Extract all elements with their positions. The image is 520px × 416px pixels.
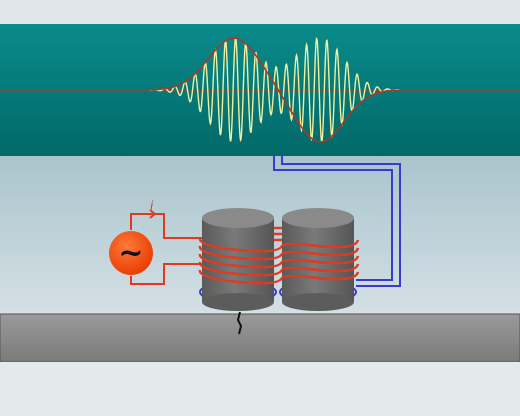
carrier-wave bbox=[150, 37, 401, 143]
test-plate bbox=[0, 313, 520, 363]
excitation-coil bbox=[198, 226, 360, 285]
probe-core-left bbox=[202, 208, 274, 311]
arrow-right-icon bbox=[142, 209, 157, 219]
top-margin bbox=[0, 0, 520, 24]
waveform bbox=[150, 37, 401, 143]
bottom-margin bbox=[0, 362, 520, 416]
ac-source-icon: ~ bbox=[109, 231, 153, 275]
source-leads bbox=[130, 213, 202, 285]
current-label: i bbox=[150, 199, 154, 213]
signal-envelope bbox=[150, 37, 400, 143]
sense-coil-leads bbox=[273, 156, 401, 287]
crack-defect bbox=[236, 311, 243, 335]
source-symbol: ~ bbox=[118, 236, 143, 271]
